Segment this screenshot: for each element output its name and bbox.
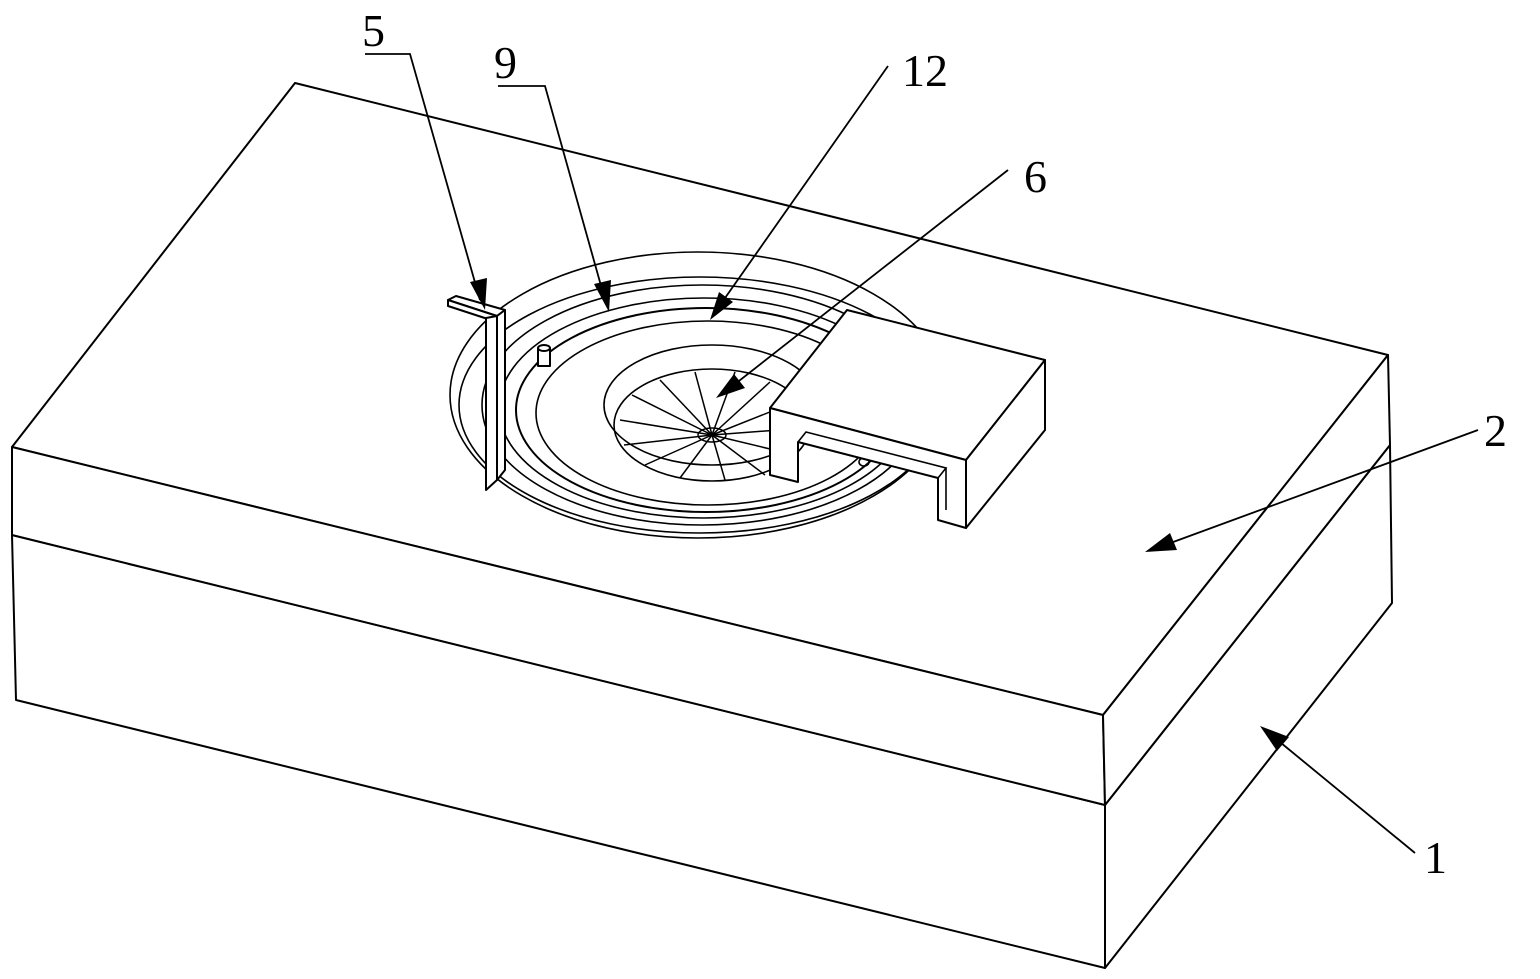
leader-9 [498,85,606,301]
arrow-2 [1145,533,1177,552]
callout-9: 9 [494,37,517,88]
ring-pin [537,344,551,367]
callout-2: 2 [1484,405,1507,456]
ring-assembly [449,251,947,539]
arrow-1 [1260,726,1289,751]
arrow-12 [710,292,733,320]
arrow-6 [716,374,745,398]
leader-2 [1164,429,1479,546]
l-lever [447,295,506,491]
callout-6: 6 [1024,151,1047,202]
callouts: 5 9 12 6 2 1 [362,5,1507,883]
leader-lines [365,53,1479,854]
leader-6 [729,169,1009,389]
callout-1: 1 [1424,832,1447,883]
arrow-5 [470,278,487,310]
leader-12 [717,65,889,309]
bracket-housing [769,309,1046,529]
leader-1 [1274,737,1416,854]
arrow-9 [594,280,611,312]
top-plate [11,82,1391,806]
iris-blades [619,371,806,481]
top-plate-right-face [1102,354,1391,806]
callout-12: 12 [902,45,948,96]
leader-5 [365,53,481,301]
callout-5: 5 [362,5,385,56]
